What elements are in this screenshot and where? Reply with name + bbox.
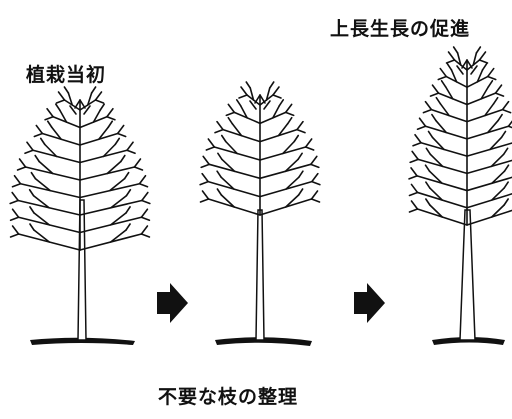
ground-3 [432, 337, 505, 345]
tree-grown-crown [408, 46, 512, 226]
tree-initial-crown [9, 86, 151, 251]
ground-2 [215, 337, 312, 346]
trunk-2 [255, 209, 265, 341]
ground-1 [30, 337, 135, 345]
tree-pruned-crown [199, 81, 321, 216]
trunk-3 [459, 209, 476, 341]
label-upward-growth: 上長生長の促進 [330, 18, 471, 40]
label-pruning: 不要な枝の整理 [158, 386, 299, 408]
arrow-right-icon [354, 283, 385, 323]
arrow-right-icon [157, 283, 188, 323]
label-initial-planting: 植栽当初 [26, 64, 107, 86]
